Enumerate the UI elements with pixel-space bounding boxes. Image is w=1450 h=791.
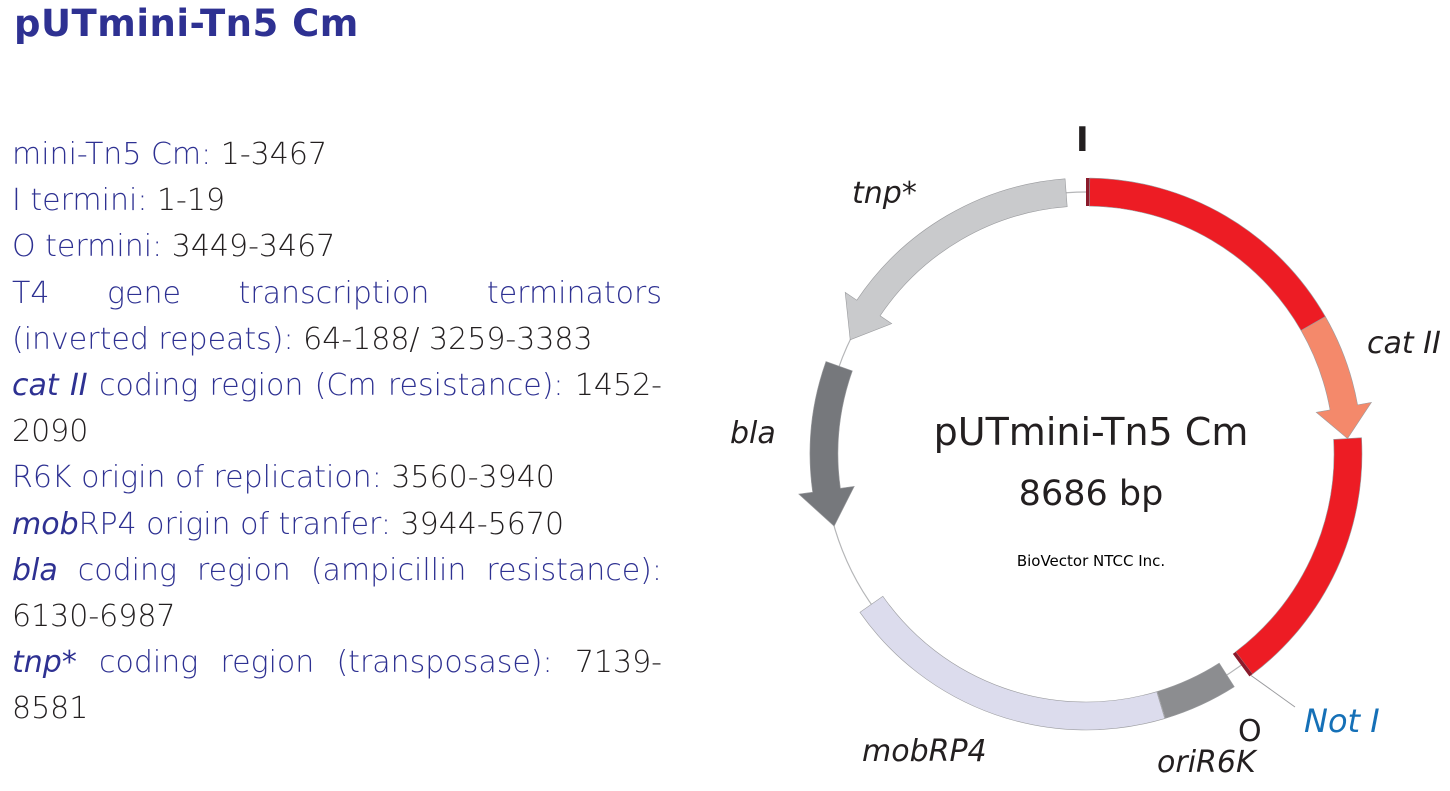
- feature-item: I termini: 1-19: [12, 178, 662, 224]
- segment-mobrp4: [859, 595, 1166, 731]
- plasmid-map: pUTmini-Tn5 Cm 8686 bp BioVector NTCC In…: [700, 100, 1450, 791]
- feature-text: R6K origin of replication:: [12, 460, 392, 496]
- tnp-label: tnp*: [852, 176, 917, 211]
- segment-cat-ii: [1300, 316, 1373, 440]
- feature-text: 1-19: [156, 183, 226, 219]
- notl-leader-line: [1250, 674, 1296, 708]
- feature-text: cat II: [12, 368, 88, 404]
- feature-text: O termini:: [12, 229, 172, 265]
- segment-tnp-: [844, 178, 1068, 341]
- company-label: BioVector NTCC Inc.: [1017, 552, 1165, 570]
- feature-text: mini-Tn5 Cm:: [12, 137, 221, 172]
- segment-mini-tn5-cm-body: [1235, 437, 1363, 675]
- mob-label: mobRP4: [862, 734, 987, 769]
- o-terminus-label: O: [1238, 714, 1262, 749]
- feature-item: R6K origin of replication: 3560-3940: [12, 455, 662, 501]
- feature-text: coding region (Cm resistance):: [87, 368, 575, 404]
- feature-text: 64-188/ 3259-3383: [303, 321, 593, 357]
- feature-text: mob: [12, 506, 79, 542]
- feature-item: bla coding region (ampicillin resistance…: [12, 548, 662, 640]
- feature-item: cat II coding region (Cm resistance): 14…: [12, 363, 662, 455]
- feature-text: 3560-3940: [391, 460, 555, 496]
- plasmid-map-svg: pUTmini-Tn5 Cm 8686 bp BioVector NTCC In…: [730, 120, 1441, 780]
- i-terminus-label: I: [1076, 120, 1089, 160]
- feature-text: T4 gene transcription terminators (inver…: [12, 275, 662, 357]
- feature-text: bla: [12, 552, 58, 588]
- segment-i: [1086, 178, 1090, 207]
- cat-label: cat II: [1367, 326, 1441, 361]
- feature-text: RP4 origin of tranfer:: [78, 506, 401, 542]
- segment-orir6k: [1156, 662, 1235, 719]
- feature-text: 3449-3467: [171, 229, 336, 265]
- feature-item: O termini: 3449-3467: [12, 224, 662, 270]
- feature-text: 3944-5670: [400, 506, 565, 542]
- ori-label: oriR6K: [1157, 745, 1258, 780]
- feature-item: mini-Tn5 Cm: 1-3467: [12, 132, 662, 178]
- feature-text: 6130-6987: [12, 599, 176, 635]
- segment-mini-tn5-cm-body: [1089, 177, 1326, 331]
- plasmid-segments: [798, 177, 1373, 731]
- feature-text: coding region (ampicillin resistance):: [57, 552, 662, 588]
- segment-bla: [798, 361, 855, 527]
- feature-text: 7139-8581: [12, 645, 662, 727]
- feature-item: mobRP4 origin of tranfer: 3944-5670: [12, 502, 662, 548]
- feature-text: coding region (transposase):: [76, 645, 575, 681]
- plasmid-name: pUTmini-Tn5 Cm: [934, 410, 1249, 454]
- feature-text: 1452-2090: [12, 368, 662, 450]
- notl-label: Not I: [1304, 702, 1380, 740]
- plasmid-size: 8686 bp: [1019, 474, 1164, 514]
- page-title: pUTmini-Tn5 Cm: [14, 2, 359, 45]
- feature-item: T4 gene transcription terminators (inver…: [12, 271, 662, 363]
- feature-text: tnp*: [12, 645, 77, 681]
- feature-text: I termini:: [12, 183, 157, 219]
- feature-item: tnp* coding region (transposase): 7139-8…: [12, 640, 662, 732]
- feature-text: 1-3467: [220, 137, 328, 172]
- bla-label: bla: [730, 416, 776, 451]
- segment-o: [1232, 651, 1253, 677]
